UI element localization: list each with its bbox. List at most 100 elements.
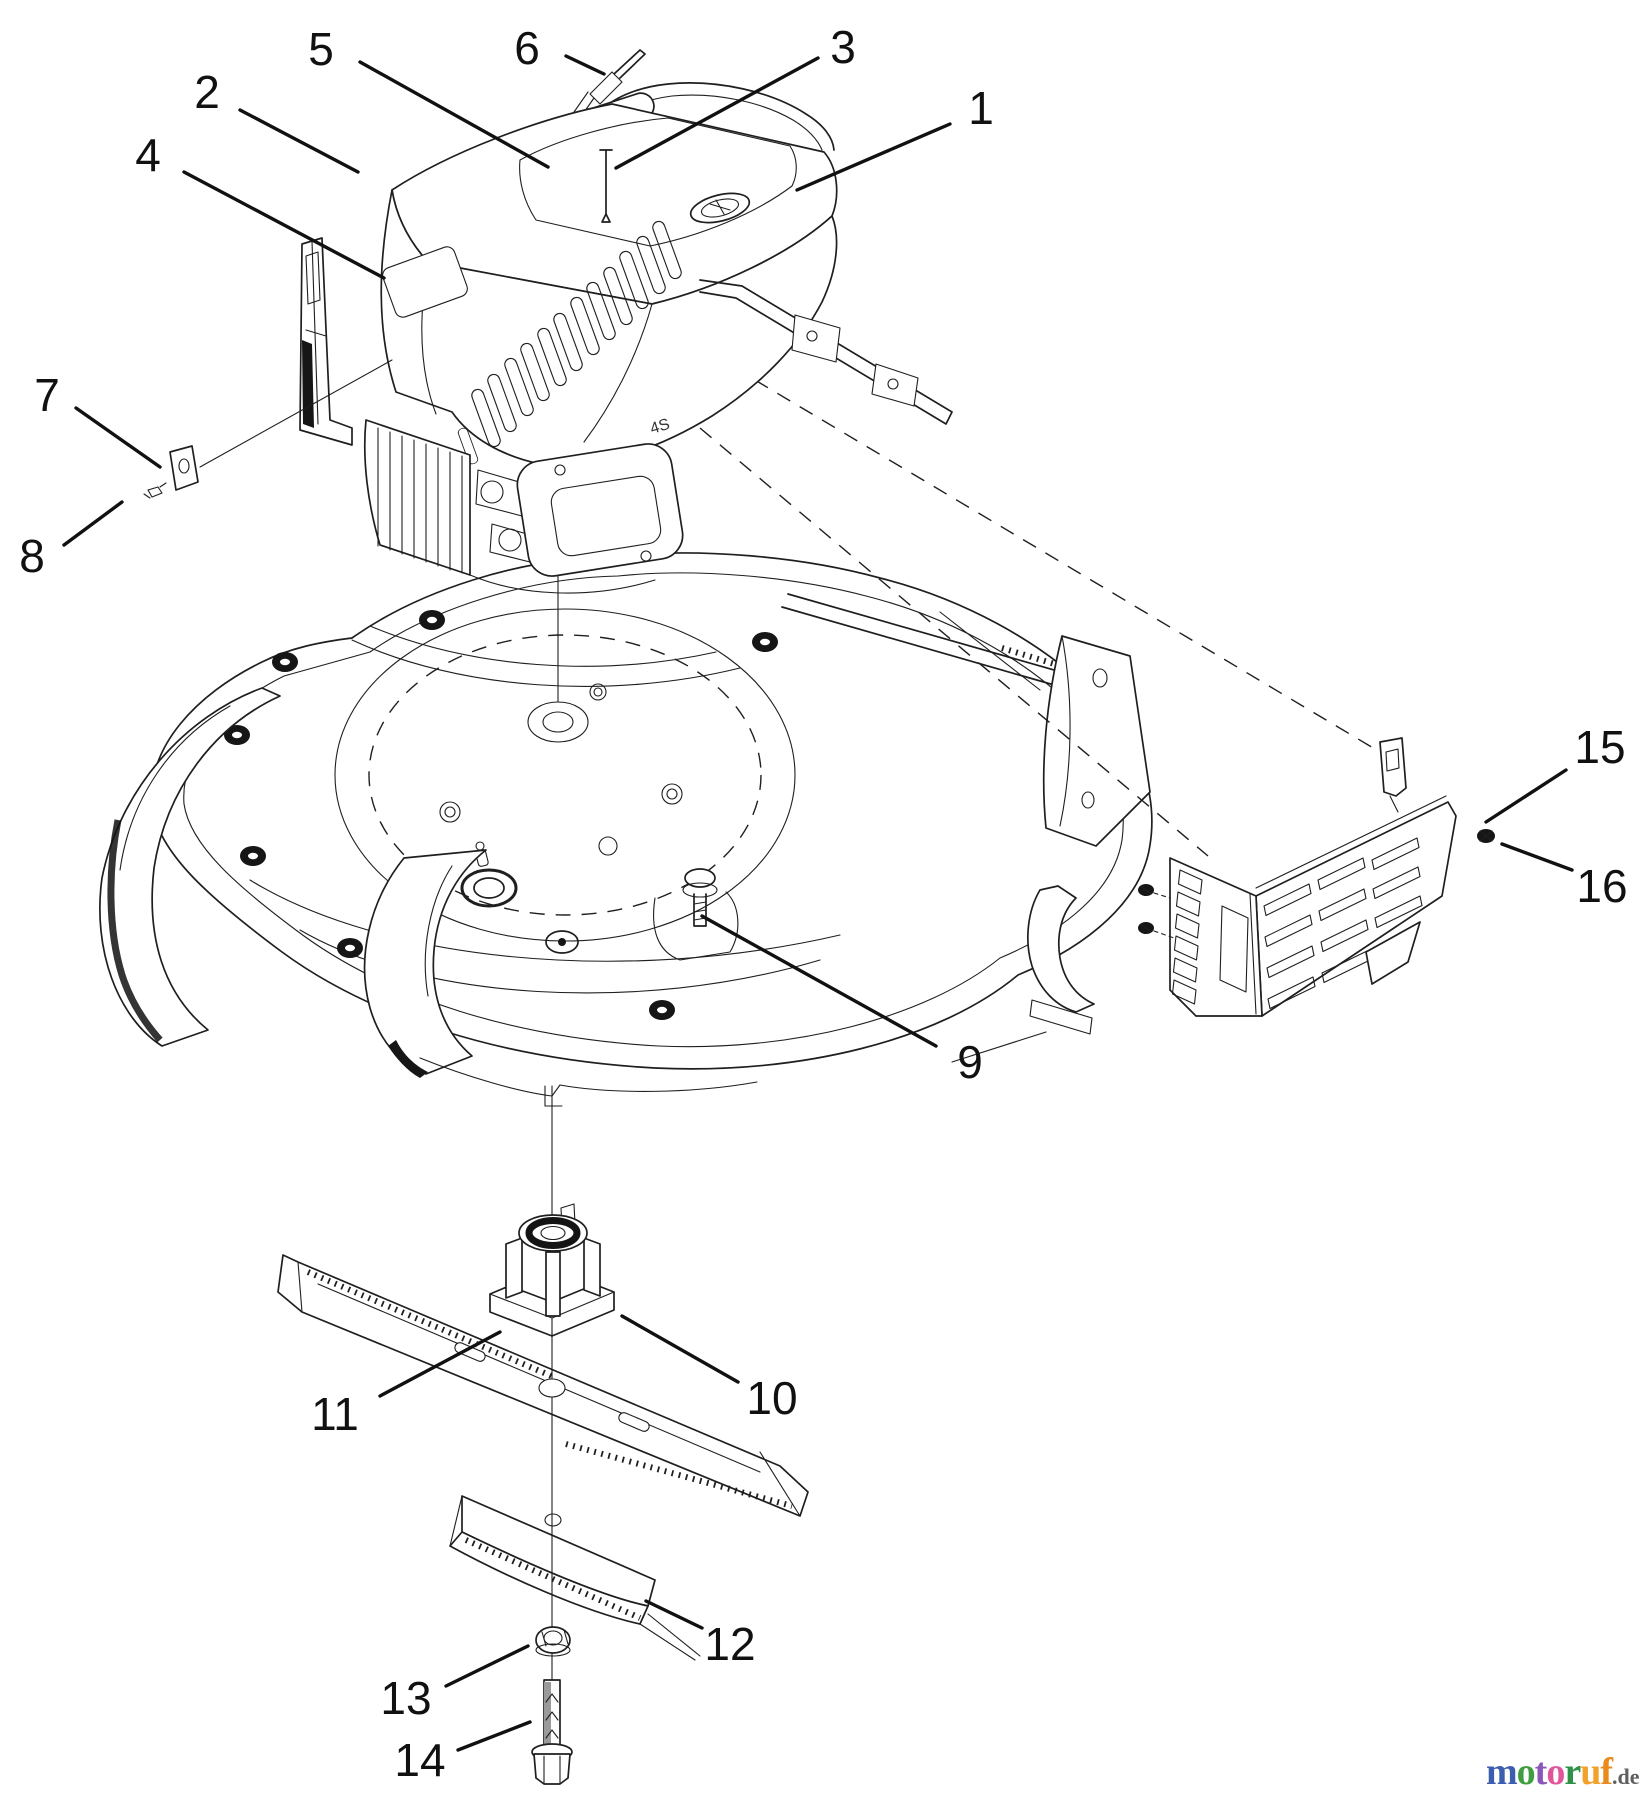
callout-1: 1 (795, 82, 994, 192)
callout-7: 7 (34, 369, 162, 469)
leader-line-8 (62, 500, 124, 547)
guard-left-face (1169, 857, 1263, 1017)
engine-mount-circle (368, 634, 762, 916)
leader-line-7 (74, 406, 162, 469)
deck-bolt-holes (439, 683, 683, 856)
blade-assembly (277, 1085, 809, 1785)
mower-deck (99, 552, 1153, 1107)
blade-bolt (531, 1679, 573, 1785)
leader-line-10 (620, 1314, 740, 1384)
guard-right-face (1255, 801, 1457, 1017)
watermark-letter-o1: o (1517, 1751, 1535, 1793)
leader-line-4 (182, 170, 386, 280)
callout-5: 5 (308, 23, 550, 169)
leader-line-12 (644, 1599, 704, 1630)
blade-center-hole (538, 1378, 566, 1398)
callout-12: 12 (644, 1599, 756, 1670)
muffler (516, 443, 684, 577)
part-number-12: 12 (704, 1618, 755, 1670)
recoil-handle-loop (587, 82, 835, 151)
part-number-7: 7 (34, 369, 60, 421)
engine-decal (382, 246, 468, 318)
callout-2: 2 (194, 66, 360, 174)
callout-11: 11 (311, 1330, 502, 1440)
crankcase-bottom (469, 574, 656, 594)
part-number-16: 16 (1576, 860, 1627, 912)
deck-bolt-9 (653, 868, 739, 961)
leader-line-15 (1484, 768, 1568, 824)
leader-line-14 (456, 1720, 532, 1752)
blower-housing-body (380, 189, 838, 466)
alignment-dash-upper (754, 379, 1391, 759)
callout-4: 4 (135, 129, 386, 280)
screw-8 (143, 482, 167, 499)
part-number-10: 10 (746, 1372, 797, 1424)
part-number-4: 4 (135, 129, 161, 181)
screw-3 (599, 149, 613, 223)
alignment-dash-lower (699, 427, 1209, 857)
watermark-letter-o3: o (1546, 1751, 1564, 1793)
engine-mount-bracket-7 (169, 359, 393, 491)
baffle-left-wing (99, 687, 281, 1047)
handle-mount-bar (699, 279, 953, 425)
leader-line-11 (378, 1330, 502, 1398)
part-number-5: 5 (308, 23, 334, 75)
deck-rear-bracket (781, 593, 1151, 1063)
leader-line-3 (614, 56, 820, 170)
guard-mount-tab (1379, 737, 1407, 797)
engine-assembly: 4S (143, 49, 953, 594)
callout-15: 15 (1484, 721, 1626, 824)
part-number-3: 3 (830, 21, 856, 73)
guard-screws-left (1138, 884, 1175, 939)
cylinder-fins (363, 419, 471, 576)
watermark-suffix: .de (1612, 1764, 1640, 1789)
leader-line-5 (358, 60, 550, 169)
part-number-1: 1 (968, 82, 994, 134)
watermark-letter-t2: t (1535, 1751, 1548, 1793)
callout-8: 8 (19, 500, 124, 582)
deck-plug-center (558, 938, 566, 946)
callout-13: 13 (380, 1644, 530, 1724)
engine-left-bracket (299, 237, 353, 446)
recoil-cover-plate (519, 117, 797, 247)
watermark-letter-m0: m (1486, 1751, 1517, 1793)
leader-line-6 (564, 54, 606, 76)
part-number-13: 13 (380, 1672, 431, 1724)
part-number-2: 2 (194, 66, 220, 118)
callout-10: 10 (620, 1314, 798, 1424)
callout-16: 16 (1500, 842, 1628, 912)
deck-plug (545, 930, 579, 954)
baffle-front-wing (363, 849, 487, 1078)
part-number-15: 15 (1574, 721, 1625, 773)
deck-back-lip (351, 639, 741, 687)
watermark-letter-f6: f (1600, 1751, 1614, 1793)
part-number-9: 9 (957, 1036, 983, 1088)
deck-front-curve-2 (249, 879, 841, 962)
blade-nut (535, 1626, 571, 1657)
watermark-letter-u5: u (1580, 1751, 1601, 1793)
part-number-14: 14 (394, 1734, 445, 1786)
deck-center-hub (527, 701, 589, 743)
engine-badge: 4S (648, 416, 672, 438)
callout-3: 3 (614, 21, 856, 170)
leader-line-16 (1500, 842, 1574, 872)
part-number-6: 6 (514, 22, 540, 74)
deck-bottom-skirt (419, 1057, 758, 1107)
deck-outline (150, 552, 1153, 1070)
watermark-letter-r4: r (1564, 1751, 1581, 1793)
guard-right-wing (1365, 921, 1421, 985)
leader-line-9 (700, 914, 938, 1048)
part-number-11: 11 (311, 1388, 359, 1440)
bolt-6 (573, 49, 646, 119)
blade-stiffener (449, 1495, 701, 1661)
leader-line-1 (795, 122, 952, 192)
part-number-8: 8 (19, 530, 45, 582)
screw-16 (1477, 829, 1495, 843)
fuel-cap (689, 192, 751, 224)
discharge-guard (1138, 737, 1495, 1017)
blade-adapter (489, 1203, 615, 1337)
callout-9: 9 (700, 914, 983, 1088)
